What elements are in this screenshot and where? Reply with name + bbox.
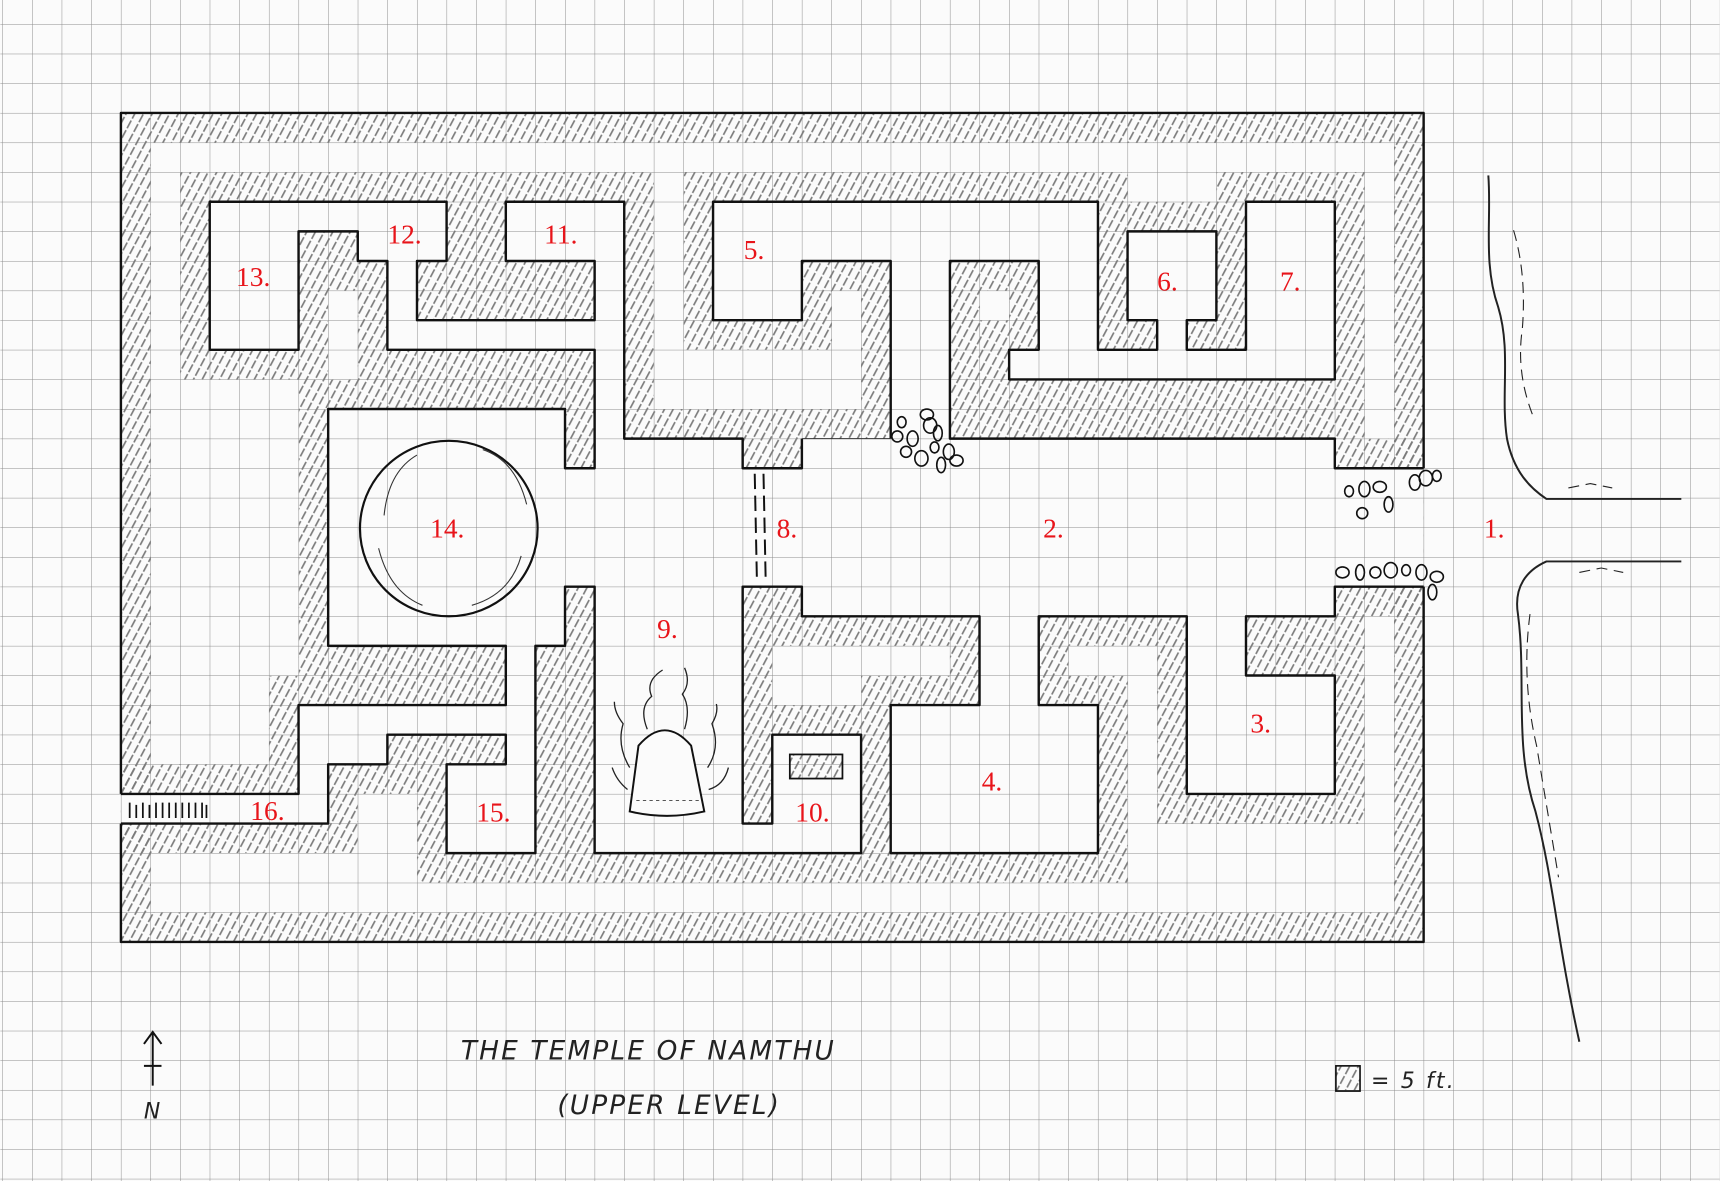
room-label-15: 15. xyxy=(476,797,510,827)
room-label-10: 10. xyxy=(795,797,829,827)
rubble-stone xyxy=(896,415,907,429)
rubble-stone xyxy=(1408,473,1422,491)
room-labels: 1. 2. 3. 4. 5. 6. 7. 8. 9. 10. 11. 12. 1… xyxy=(236,219,1504,827)
rubble-stone xyxy=(1415,563,1428,581)
rubble-stone xyxy=(1400,563,1412,577)
rubble-stone xyxy=(906,430,919,448)
room-label-12: 12. xyxy=(387,219,421,249)
rubble-stone xyxy=(914,449,929,467)
statue-icon xyxy=(611,667,730,817)
rubble-stone xyxy=(1358,480,1371,498)
rubble-stone xyxy=(890,430,904,443)
hatch-swatch-icon xyxy=(1335,1065,1361,1092)
room-label-6: 6. xyxy=(1157,267,1178,297)
rubble-stone xyxy=(932,424,944,442)
river-icon xyxy=(1487,175,1682,1042)
rubble-stone xyxy=(1355,506,1369,520)
room-label-5: 5. xyxy=(744,235,765,265)
rubble-stone xyxy=(1431,469,1443,483)
compass-label: N xyxy=(144,1099,163,1124)
upper-wall-east xyxy=(711,200,1424,470)
pool-icon xyxy=(358,439,539,618)
outer-wall-south xyxy=(119,586,1425,944)
rubble-stone xyxy=(922,416,938,434)
room-label-3: 3. xyxy=(1250,709,1271,739)
stairs-icon xyxy=(128,802,208,819)
lower-wall xyxy=(120,585,1424,855)
rubble-stone xyxy=(935,456,947,474)
room-label-8: 8. xyxy=(777,513,798,543)
rubble-stone xyxy=(1383,561,1399,579)
room-label-7: 7. xyxy=(1280,267,1301,297)
rubble-stone xyxy=(929,441,940,454)
floor-area xyxy=(120,201,1424,854)
scale-legend-text: = 5 ft. xyxy=(1371,1069,1456,1094)
upper-wall xyxy=(120,200,804,796)
room-label-9: 9. xyxy=(657,614,678,644)
north-compass: N xyxy=(143,1030,163,1124)
room-label-11: 11. xyxy=(544,219,577,249)
rubble-stone xyxy=(1372,480,1388,494)
room-label-4: 4. xyxy=(982,767,1003,797)
room-label-1: 1. xyxy=(1484,513,1505,543)
rubble-stone xyxy=(1354,563,1366,581)
room-label-16: 16. xyxy=(250,796,284,826)
rubble-stone xyxy=(1369,566,1382,579)
rubble-stone xyxy=(899,445,913,459)
rubble-stone xyxy=(1335,566,1350,579)
rubble-stone xyxy=(949,454,964,467)
altar-icon xyxy=(788,753,844,780)
room-label-2: 2. xyxy=(1043,513,1064,543)
rubble-stone xyxy=(1429,570,1445,584)
map-subtitle: (UPPER LEVEL) xyxy=(557,1091,781,1121)
map-title: THE TEMPLE OF NAMTHU xyxy=(461,1036,836,1066)
room-label-13: 13. xyxy=(236,262,270,292)
outer-wall-north xyxy=(119,111,1425,794)
rubble-stone xyxy=(1343,484,1355,498)
floor xyxy=(120,201,1424,854)
scale-legend: = 5 ft. xyxy=(1335,1065,1456,1094)
room-label-14: 14. xyxy=(430,513,464,543)
rubble-stone xyxy=(942,443,956,461)
rubble-stone xyxy=(1383,495,1394,513)
rubble-stone xyxy=(919,408,935,421)
rubble-icon xyxy=(890,408,1445,601)
walls xyxy=(119,111,1425,944)
rubble-stone xyxy=(1427,583,1438,601)
secret-door-icon xyxy=(753,473,767,582)
